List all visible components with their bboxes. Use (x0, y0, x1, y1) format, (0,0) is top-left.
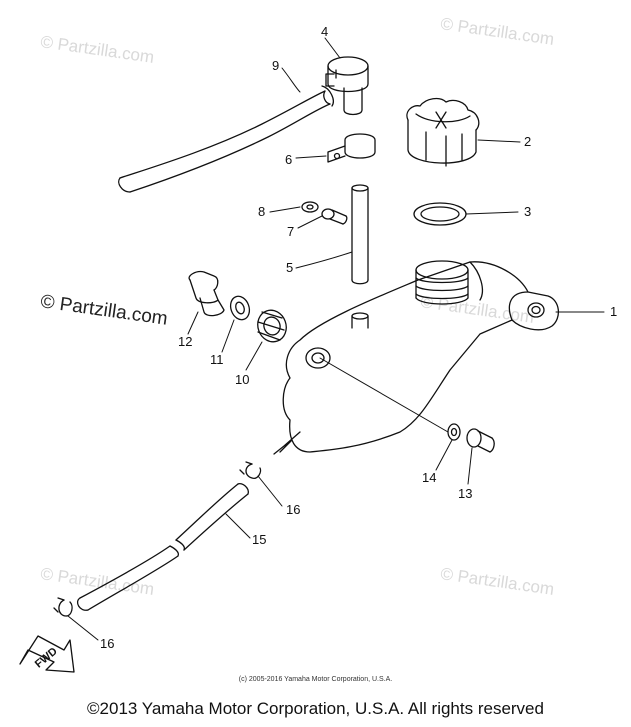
fwd-label: FWD (33, 645, 60, 670)
part-label-16: 16 (286, 502, 300, 517)
part-label-7: 7 (287, 224, 294, 239)
part-label-15: 15 (252, 532, 266, 547)
hose-clip-upper (239, 461, 262, 479)
tube (351, 184, 369, 285)
bolt-lower (466, 428, 495, 453)
part-label-11: 11 (210, 352, 224, 367)
plug (188, 270, 225, 317)
footer-copyright: ©2013 Yamaha Motor Corporation, U.S.A. A… (87, 699, 544, 718)
part-label-13: 13 (458, 486, 472, 501)
forward-arrow-icon: FWD (19, 635, 75, 673)
part-label-8: 8 (258, 204, 265, 219)
tank-cap (406, 97, 480, 167)
fuel-fitting (325, 56, 369, 116)
hose-lower (76, 482, 249, 611)
part-label-9: 9 (272, 58, 279, 73)
small-copyright: (c) 2005-2016 Yamaha Motor Corporation, … (238, 676, 393, 683)
part-label-3: 3 (524, 204, 531, 219)
clamp (327, 133, 376, 163)
fuel-tank (273, 260, 559, 455)
hose-clip-lower (53, 597, 73, 617)
part-label-5: 5 (286, 260, 293, 275)
hose-upper (118, 85, 334, 193)
gasket (413, 202, 467, 226)
part-label-12: 12 (178, 334, 192, 349)
washer-lower (447, 423, 461, 441)
part-label-4: 4 (321, 24, 328, 39)
grommet (257, 309, 287, 343)
leader-lines (67, 37, 605, 641)
part-label-2: 2 (524, 134, 531, 149)
part-label-16: 16 (100, 636, 114, 651)
washer-medium (229, 295, 251, 321)
part-label-10: 10 (235, 372, 249, 387)
part-label-14: 14 (422, 470, 436, 485)
bolt-small (321, 208, 348, 225)
part-label-6: 6 (285, 152, 292, 167)
part-label-1: 1 (610, 304, 617, 319)
washer-small (301, 201, 319, 213)
